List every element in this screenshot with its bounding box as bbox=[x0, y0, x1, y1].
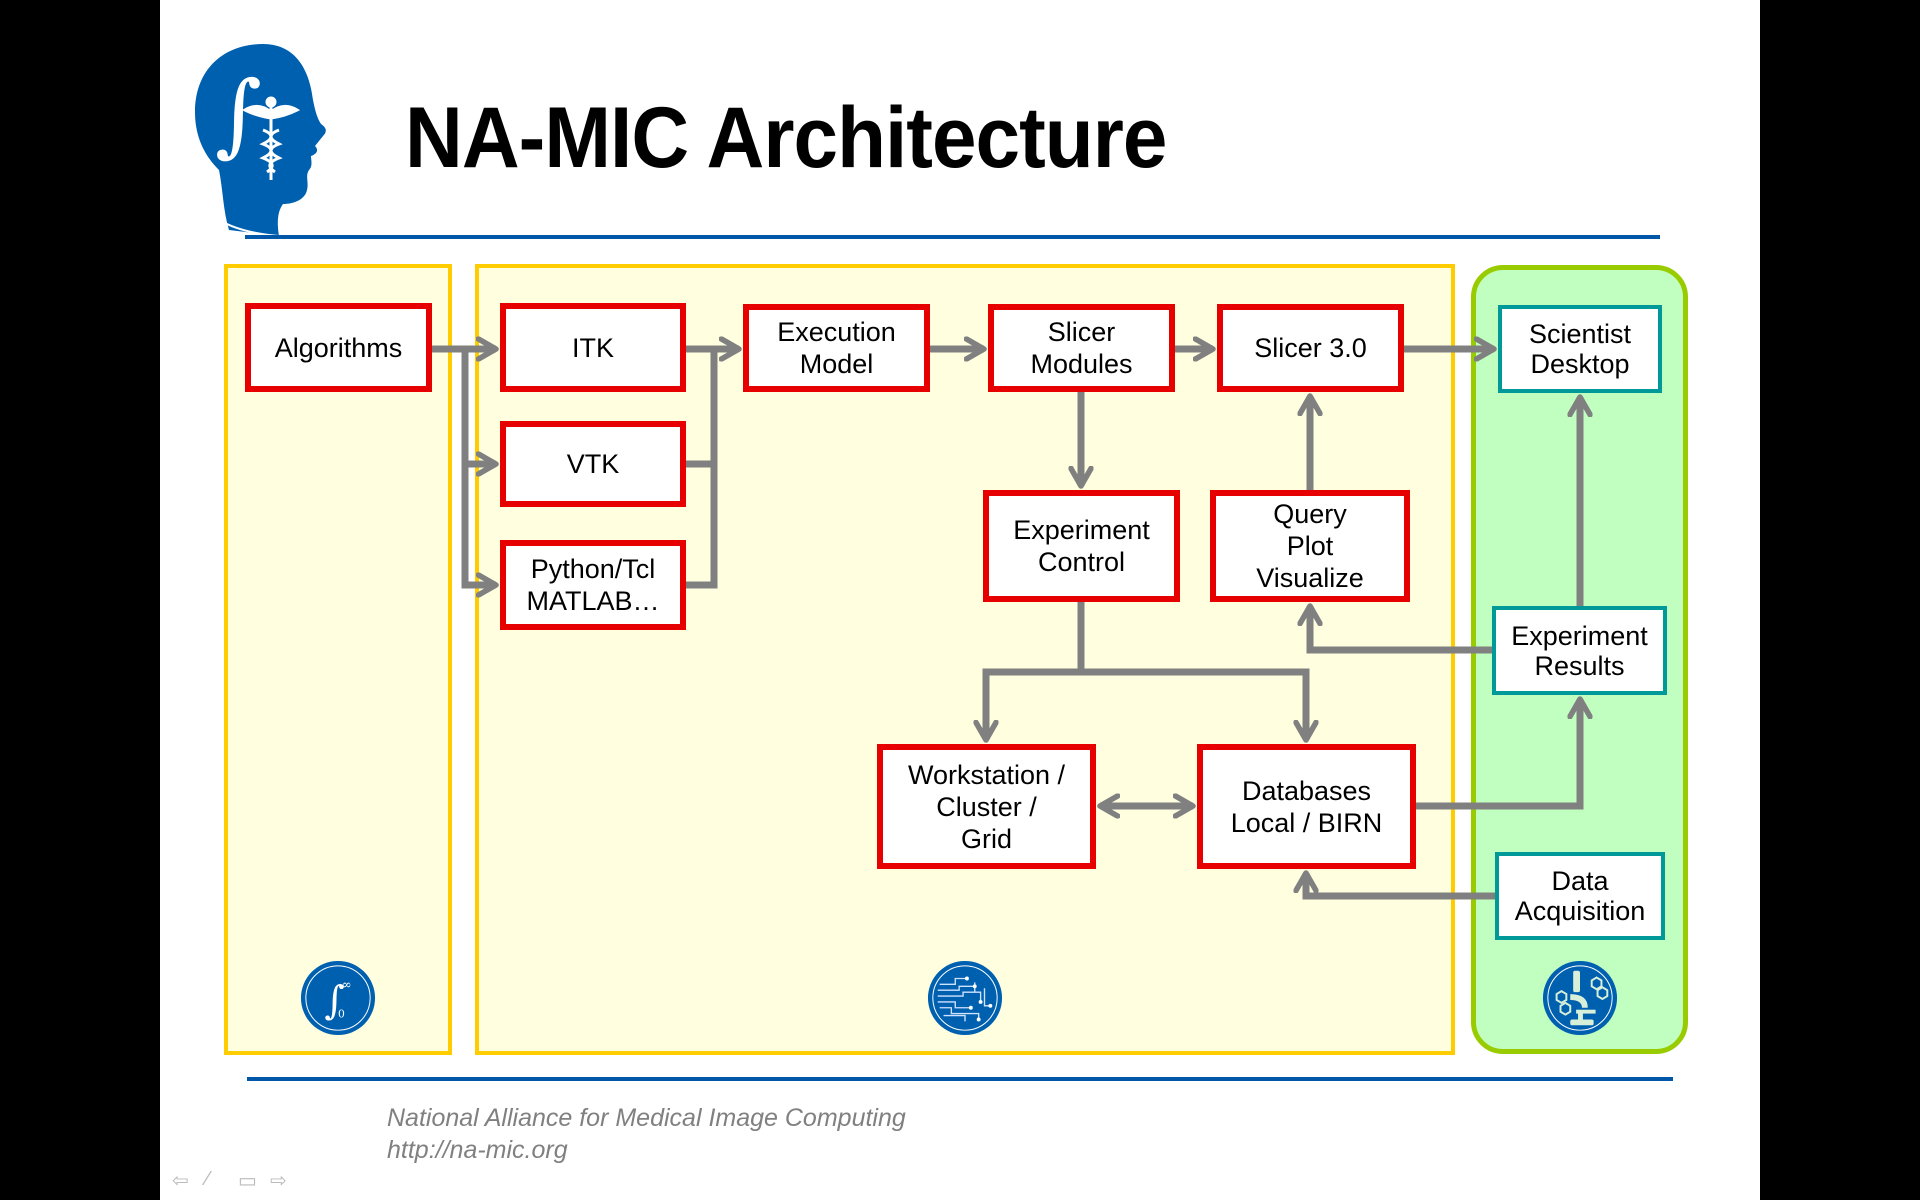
footer-url[interactable]: http://na-mic.org bbox=[387, 1136, 568, 1164]
node-slicer-modules: Slicer Modules bbox=[988, 304, 1175, 392]
footer-rule bbox=[247, 1077, 1673, 1081]
edge-acquisition-databases bbox=[1306, 873, 1495, 900]
engineering-panel bbox=[475, 264, 1455, 1055]
circuit-badge-icon bbox=[927, 960, 1003, 1036]
integral-badge-icon: ∫ ∞ 0 bbox=[300, 960, 376, 1036]
edge-expcontrol-workstation bbox=[986, 602, 1085, 740]
slide-menu-icon[interactable]: ▭ bbox=[238, 1170, 257, 1192]
node-python-matlab: Python/Tcl MATLAB… bbox=[500, 540, 686, 630]
node-itk: ITK bbox=[500, 303, 686, 392]
node-vtk: VTK bbox=[500, 421, 686, 507]
page-title: NA-MIC Architecture bbox=[405, 90, 1167, 186]
node-execution-model: Execution Model bbox=[743, 304, 930, 392]
node-slicer3: Slicer 3.0 bbox=[1217, 304, 1404, 392]
node-data-acquisition: Data Acquisition bbox=[1495, 852, 1665, 940]
edge-vtk-execution bbox=[686, 349, 718, 468]
svg-text:0: 0 bbox=[338, 1008, 345, 1021]
edge-algorithms-vtk bbox=[461, 349, 496, 464]
edge-databases-results bbox=[1416, 699, 1580, 810]
node-databases: Databases Local / BIRN bbox=[1197, 744, 1416, 869]
svg-text:∫: ∫ bbox=[324, 979, 344, 1024]
node-experiment-control: Experiment Control bbox=[983, 490, 1180, 602]
node-workstation-cluster-grid: Workstation / Cluster / Grid bbox=[877, 744, 1096, 869]
edge-results-query bbox=[1310, 606, 1492, 654]
algorithms-panel bbox=[224, 264, 452, 1055]
footer-org: National Alliance for Medical Image Comp… bbox=[387, 1104, 906, 1132]
title-underline bbox=[245, 235, 1660, 239]
pen-icon[interactable]: ⁄ bbox=[206, 1168, 210, 1190]
edge-algorithms-python bbox=[461, 464, 496, 585]
node-scientist-desktop: Scientist Desktop bbox=[1498, 305, 1662, 393]
node-query-plot-visualize: Query Plot Visualize bbox=[1210, 490, 1410, 602]
next-slide-icon[interactable]: ⇨ bbox=[270, 1170, 287, 1192]
previous-slide-icon[interactable]: ⇦ bbox=[172, 1170, 189, 1192]
edge-expcontrol-databases bbox=[1081, 668, 1306, 740]
edge-python-execution bbox=[686, 464, 718, 589]
node-algorithms: Algorithms bbox=[245, 303, 432, 392]
namic-head-logo-icon: ∫ bbox=[195, 44, 326, 237]
microscope-badge-icon bbox=[1542, 960, 1618, 1036]
node-experiment-results: Experiment Results bbox=[1492, 606, 1667, 695]
svg-text:∞: ∞ bbox=[342, 977, 352, 991]
